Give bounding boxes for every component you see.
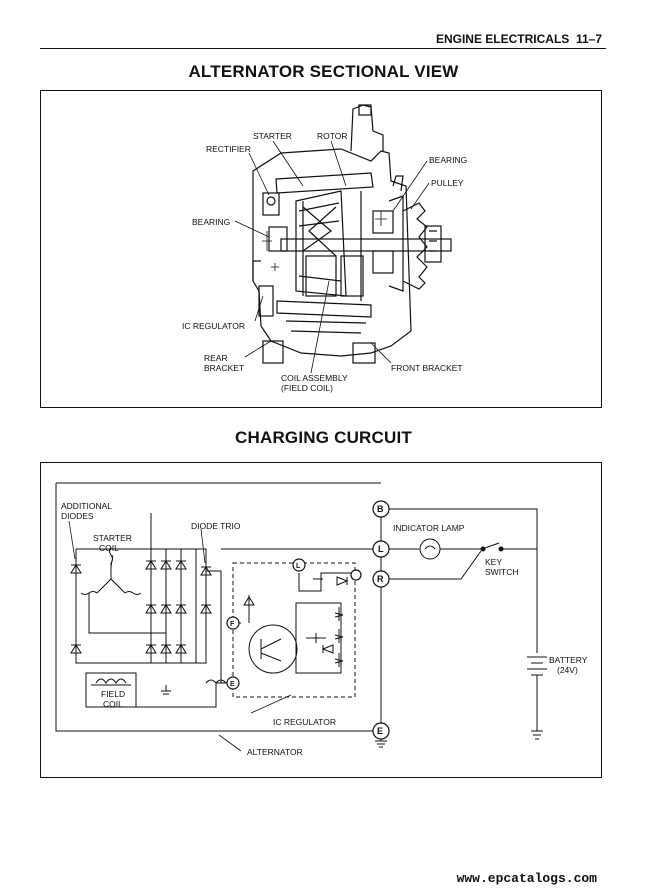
label-coil-assembly: COIL ASSEMBLY [281, 373, 348, 383]
label-front-bracket: FRONT BRACKET [391, 363, 463, 373]
watermark[interactable]: www.epcatalogs.com [456, 871, 597, 886]
label-ic-regulator: IC REGULATOR [182, 321, 245, 331]
header-page-number: 11–7 [575, 32, 602, 46]
charging-circuit-diagram: B L R E L F E ADDITIONAL DIODES STARTER … [55, 482, 588, 757]
label-rectifier: RECTIFIER [206, 144, 251, 154]
label-alternator: ALTERNATOR [247, 747, 303, 757]
label-field-coil: COIL [103, 699, 123, 709]
label-pulley: PULLEY [431, 178, 464, 188]
circuit-terminal-letters: B L R E L F E [230, 504, 384, 736]
label-battery-voltage: (24V) [557, 665, 578, 675]
terminal-e: E [377, 726, 383, 736]
terminal-r: R [377, 574, 384, 584]
label-field-coil: (FIELD COIL) [281, 383, 333, 393]
label-key: KEY [485, 557, 502, 567]
label-rotor: ROTOR [317, 131, 348, 141]
terminal-l: L [378, 544, 384, 554]
label-switch: SWITCH [485, 567, 519, 577]
label-diode-trio: DIODE TRIO [191, 521, 241, 531]
sectional-view-title: ALTERNATOR SECTIONAL VIEW [188, 62, 459, 81]
label-additional: ADDITIONAL [61, 501, 112, 511]
charging-circuit-title: CHARGING CURCUIT [235, 428, 412, 447]
label-battery: BATTERY [549, 655, 588, 665]
label-starter: STARTER [93, 533, 132, 543]
label-indicator-lamp: INDICATOR LAMP [393, 523, 465, 533]
label-diodes: DIODES [61, 511, 94, 521]
terminal-e-inner: E [230, 681, 235, 688]
sectional-labels: STARTER ROTOR RECTIFIER BEARING PULLEY B… [182, 131, 467, 393]
label-bearing-right: BEARING [429, 155, 467, 165]
header-section: ENGINE ELECTRICALS [435, 32, 570, 46]
label-bearing-left: BEARING [192, 217, 230, 227]
alternator-sectional-drawing: STARTER ROTOR RECTIFIER BEARING PULLEY B… [182, 104, 467, 393]
label-starter: STARTER [253, 131, 292, 141]
label-rear: REAR [204, 353, 228, 363]
terminal-f: F [230, 621, 235, 628]
circuit-labels: ADDITIONAL DIODES STARTER COIL DIODE TRI… [61, 501, 588, 757]
terminal-l-inner: L [296, 563, 301, 570]
page-header: ENGINE ELECTRICALS 11–7 [40, 30, 606, 49]
charging-circuit-frame: B L R E L F E ADDITIONAL DIODES STARTER … [40, 462, 602, 778]
header-text: ENGINE ELECTRICALS 11–7 [436, 32, 602, 46]
label-coil: COIL [99, 543, 119, 553]
terminal-b: B [377, 504, 384, 514]
label-ic-regulator: IC REGULATOR [273, 717, 336, 727]
label-bracket: BRACKET [204, 363, 244, 373]
sectional-view-frame: STARTER ROTOR RECTIFIER BEARING PULLEY B… [40, 90, 602, 408]
label-field: FIELD [101, 689, 125, 699]
